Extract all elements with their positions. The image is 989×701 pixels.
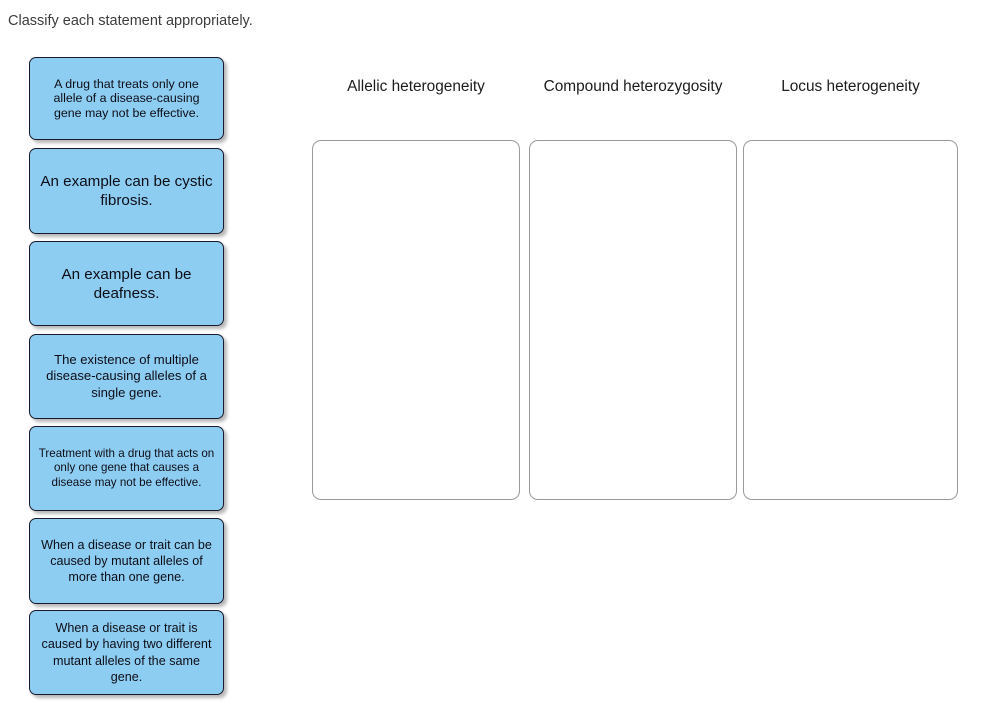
statement-card-label: An example can be cystic fibrosis. <box>40 173 213 209</box>
statement-card[interactable]: When a disease or trait is caused by hav… <box>29 610 224 695</box>
category-header-allelic-heterogeneity: Allelic heterogeneity <box>312 76 520 98</box>
statement-card-label: When a disease or trait is caused by hav… <box>41 621 212 684</box>
statement-card[interactable]: An example can be cystic fibrosis. <box>29 148 224 234</box>
category-title: Compound heterozygosity <box>543 78 723 95</box>
dropzone-locus-heterogeneity[interactable] <box>743 140 958 500</box>
category-header-compound-heterozygosity: Compound heterozygosity <box>529 76 737 98</box>
statement-card-label: A drug that treats only one allele of a … <box>53 76 200 120</box>
dropzone-allelic-heterogeneity[interactable] <box>312 140 520 500</box>
statement-card-label: An example can be deafness. <box>61 265 192 302</box>
category-title: Locus heterogeneity <box>781 78 920 95</box>
statement-card[interactable]: Treatment with a drug that acts on only … <box>29 426 224 511</box>
statement-card[interactable]: An example can be deafness. <box>29 241 224 326</box>
statement-card[interactable]: A drug that treats only one allele of a … <box>29 57 224 140</box>
dropzone-compound-heterozygosity[interactable] <box>529 140 737 500</box>
statement-card[interactable]: The existence of multiple disease-causin… <box>29 334 224 419</box>
statement-card-tray: A drug that treats only one allele of a … <box>0 0 250 701</box>
statement-card-label: When a disease or trait can be caused by… <box>41 537 212 585</box>
statement-card-label: The existence of multiple disease-causin… <box>46 351 207 400</box>
page-title: Classify each statement appropriately. <box>8 13 253 29</box>
category-header-locus-heterogeneity: Locus heterogeneity <box>743 76 958 98</box>
category-title: Allelic heterogeneity <box>347 78 485 95</box>
statement-card-label: Treatment with a drug that acts on only … <box>38 446 215 489</box>
statement-card[interactable]: When a disease or trait can be caused by… <box>29 518 224 604</box>
